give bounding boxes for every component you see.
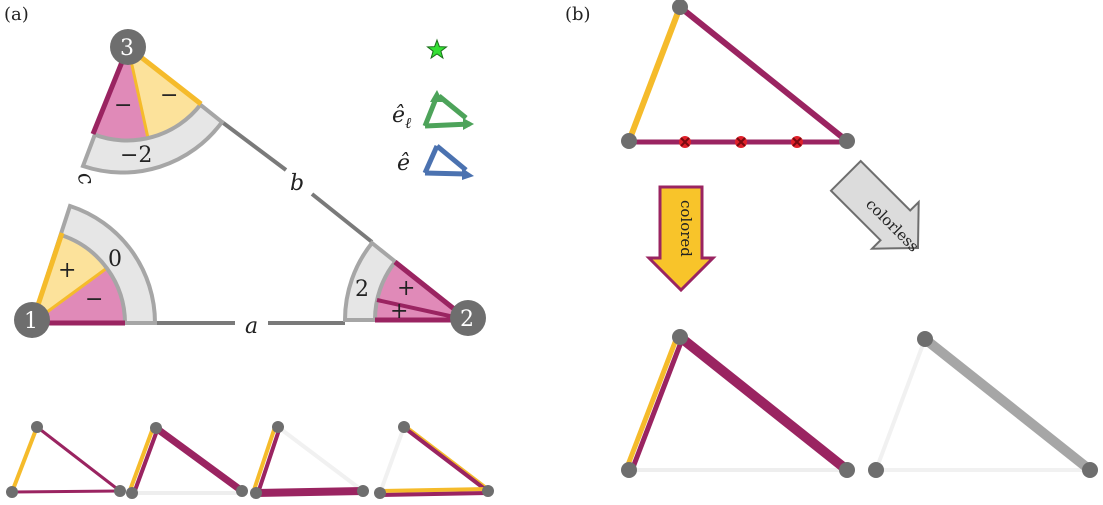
red-x-marker-3 [791,136,803,148]
panel-a-label: (a) [4,4,29,25]
mini-triangle-2 [126,422,248,499]
vertex3-yellow-sector [128,47,201,138]
legend-blue-triangle-icon [422,144,474,180]
mini-triangle-4 [374,421,494,499]
vertex3-inner-arc [92,102,203,143]
colorless-arrow [829,159,920,250]
vertex1-pink-sign: − [85,287,103,312]
side-b-line-top [220,120,288,172]
vertex2-sectors: + + 2 [342,240,474,324]
side-b-line-bottom [310,192,374,244]
side-c-label: c [72,169,99,187]
vertex2-outer-label: 2 [355,277,369,302]
vertex-2-node: 2 [450,300,486,336]
side-a-label: a [245,314,258,339]
vertex2-inner-arc [372,260,397,321]
vertex1-pink-sector [32,268,126,323]
panel-b-colored-triangle [621,329,855,478]
vertex3-outer-label: −2 [120,143,152,168]
panel-b-colorless-triangle [868,331,1098,478]
vertex1-sectors: + − 0 [29,203,158,326]
vertex-1-node: 1 [14,302,50,338]
side-b-label: b [290,171,304,196]
mini-triangle-1 [6,421,126,498]
vertex-3-node: 3 [110,29,146,65]
mini-triangle-3 [250,421,369,499]
colored-arrow: colored [645,185,717,293]
legend-e-label: ê [397,151,410,176]
vertex-2-number: 2 [460,307,474,332]
colored-arrow-label: colored [677,200,695,257]
red-x-marker-2 [735,136,747,148]
star-icon [426,38,448,60]
legend-e-ell-label: êℓ [392,103,411,132]
legend-green-triangle-icon [422,90,474,130]
red-x-marker-1 [679,136,691,148]
vertex3-pink-sign: − [114,93,132,118]
vertex3-yellow-sign: − [160,83,178,108]
panel-b-top-triangle [621,0,855,149]
vertex2-upper-sign: + [397,276,415,301]
vertex3-sectors: − − −2 [80,43,225,175]
vertex1-inner-arc [60,233,127,324]
panel-b-label: (b) [565,4,591,25]
vertex2-lower-sign: + [390,299,408,324]
vertex1-outer-label: 0 [108,247,122,272]
vertex-3-number: 3 [120,36,134,61]
vertex-1-number: 1 [24,309,38,334]
vertex1-yellow-sign: + [58,258,76,283]
